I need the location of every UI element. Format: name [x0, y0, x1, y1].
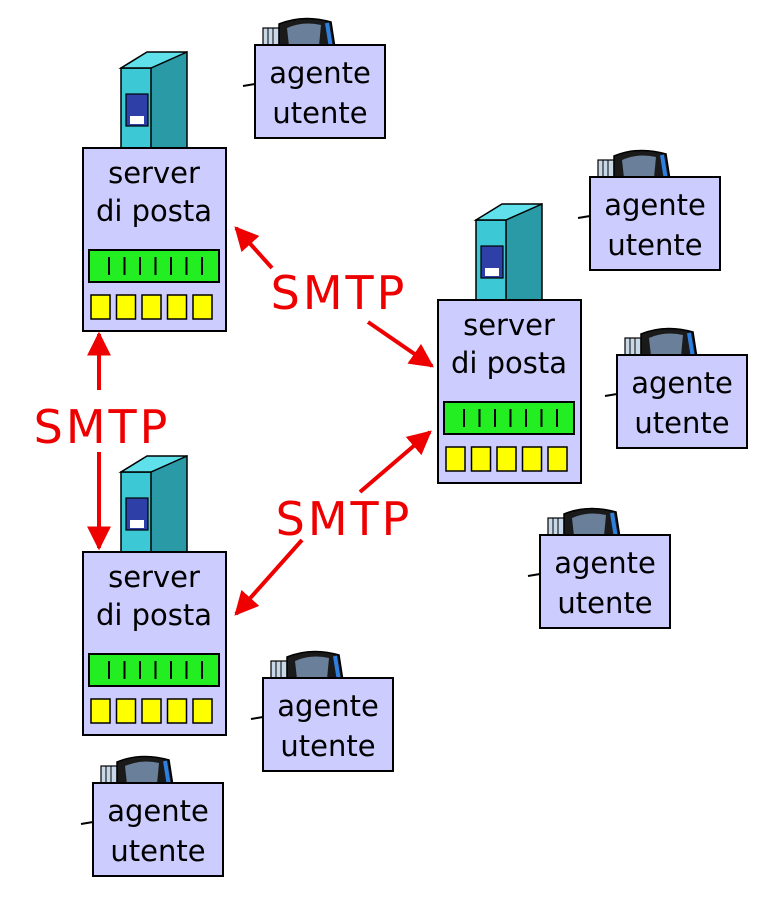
user-agent-label-line1: agente — [107, 794, 209, 828]
smtp-label: SMTP — [271, 266, 408, 320]
mail-server-icon — [118, 455, 188, 555]
smtp-label: SMTP — [276, 492, 413, 546]
nodes-layer: agenteutenteagenteutenteagenteutenteagen… — [80, 17, 748, 877]
user-agent: agente utente — [250, 650, 394, 772]
user-agent-label-line1: agente — [631, 366, 733, 400]
smtp-labels-layer: SMTP SMTP SMTP — [34, 266, 413, 546]
led-bar — [88, 653, 220, 687]
server-label-line2: di posta — [451, 346, 567, 380]
led-bar — [443, 401, 575, 435]
user-agent-label-line1: agente — [277, 689, 379, 723]
smtp-arrow — [358, 430, 432, 494]
computer-monitor-icon — [597, 149, 671, 181]
user-agent-box — [616, 354, 748, 449]
user-agent-label-line1: agente — [554, 546, 656, 580]
mail-server: server di posta — [82, 455, 227, 736]
user-agent-label-line2: utente — [280, 729, 375, 763]
server-label-line2: di posta — [96, 194, 212, 228]
user-agent-box — [262, 677, 394, 772]
user-agent-label-line2: utente — [634, 406, 729, 440]
smtp-label: SMTP — [34, 400, 171, 454]
user-agent: agente utente — [604, 327, 748, 449]
computer-monitor-icon — [100, 755, 174, 787]
user-agent: agente utente — [577, 149, 721, 271]
arrows-layer — [87, 226, 434, 616]
drive-bays — [90, 294, 213, 320]
user-agent: agente utente — [242, 17, 386, 139]
user-agent-label-line1: agente — [604, 188, 706, 222]
user-agent-box — [254, 44, 386, 139]
user-agent-box — [92, 782, 224, 877]
computer-monitor-icon — [624, 327, 698, 359]
computer-monitor-icon — [262, 17, 336, 49]
user-agent-label-line1: agente — [269, 56, 371, 90]
user-agent: agente utente — [527, 507, 671, 629]
user-agent-box — [589, 176, 721, 271]
smtp-arrow — [234, 538, 304, 616]
smtp-arrow — [234, 226, 274, 270]
user-agent-label-line2: utente — [607, 228, 702, 262]
user-agent: agente utente — [80, 755, 224, 877]
mail-server-icon — [118, 51, 188, 151]
mail-server-icon — [473, 203, 543, 303]
user-agent-label-line2: utente — [110, 834, 205, 868]
server-label-line1: server — [108, 156, 200, 190]
drive-bays — [445, 446, 568, 472]
computer-monitor-icon — [270, 650, 344, 682]
user-agent-box — [539, 534, 671, 629]
server-label-line1: server — [463, 308, 555, 342]
led-bar — [88, 249, 220, 283]
user-agent-label-line2: utente — [272, 96, 367, 130]
drive-bays — [90, 698, 213, 724]
server-label-line2: di posta — [96, 598, 212, 632]
user-agent-label-line2: utente — [557, 586, 652, 620]
computer-monitor-icon — [547, 507, 621, 539]
server-label-line1: server — [108, 560, 200, 594]
mail-server: server di posta — [437, 203, 582, 484]
mail-server: server di posta — [82, 51, 227, 332]
smtp-arrow — [366, 320, 434, 368]
